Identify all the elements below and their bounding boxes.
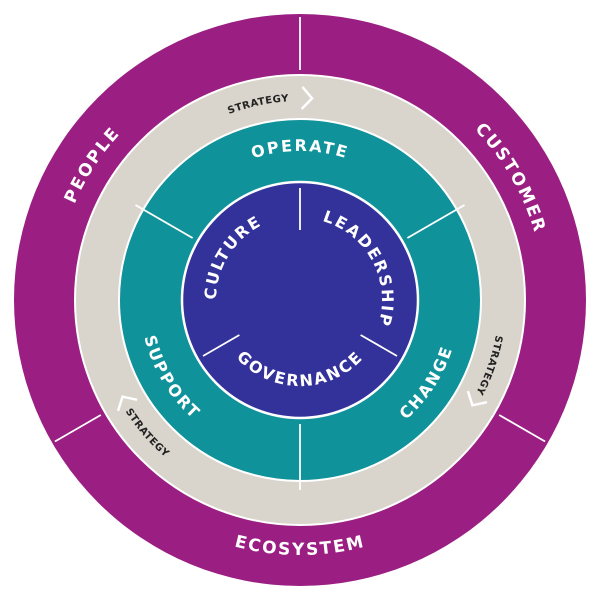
chevron-right-icon xyxy=(466,390,488,407)
core-divider xyxy=(360,334,398,357)
core-circle xyxy=(180,180,420,420)
middle-divider xyxy=(135,204,194,239)
chevron-right-icon xyxy=(300,86,314,110)
outer-divider xyxy=(54,414,102,443)
core-divider xyxy=(202,334,240,357)
chevron-right-icon xyxy=(116,395,138,412)
outer-divider xyxy=(498,414,546,443)
middle-divider xyxy=(406,204,465,239)
